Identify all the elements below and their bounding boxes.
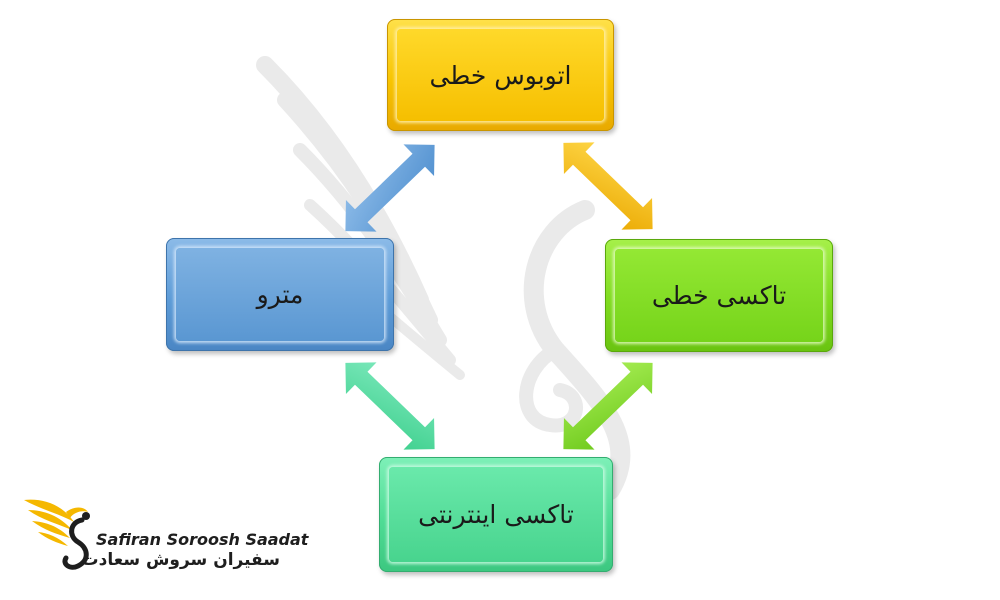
arrow-metro-online bbox=[330, 347, 450, 465]
node-bus-label: اتوبوس خطی bbox=[429, 60, 572, 90]
company-logo: Safiran Soroosh Saadat سفیران سروش سعادت bbox=[22, 492, 308, 582]
node-bus: اتوبوس خطی bbox=[387, 19, 614, 131]
node-taxi-label: تاکسی خطی bbox=[651, 281, 787, 310]
node-metro: مترو bbox=[166, 238, 394, 351]
arrow-taxi-online bbox=[548, 347, 668, 465]
logo-text-fa: سفیران سروش سعادت bbox=[81, 550, 280, 570]
wing-logo-icon bbox=[24, 499, 90, 570]
node-taxi: تاکسی خطی bbox=[605, 239, 833, 352]
node-online-taxi-label: تاکسی اینترنتی bbox=[418, 500, 574, 529]
node-metro-label: مترو bbox=[256, 280, 304, 309]
logo-text-en: Safiran Soroosh Saadat bbox=[96, 530, 309, 549]
node-online-taxi: تاکسی اینترنتی bbox=[379, 457, 613, 572]
arrow-bus-taxi bbox=[548, 127, 668, 245]
arrow-bus-metro bbox=[330, 129, 450, 247]
